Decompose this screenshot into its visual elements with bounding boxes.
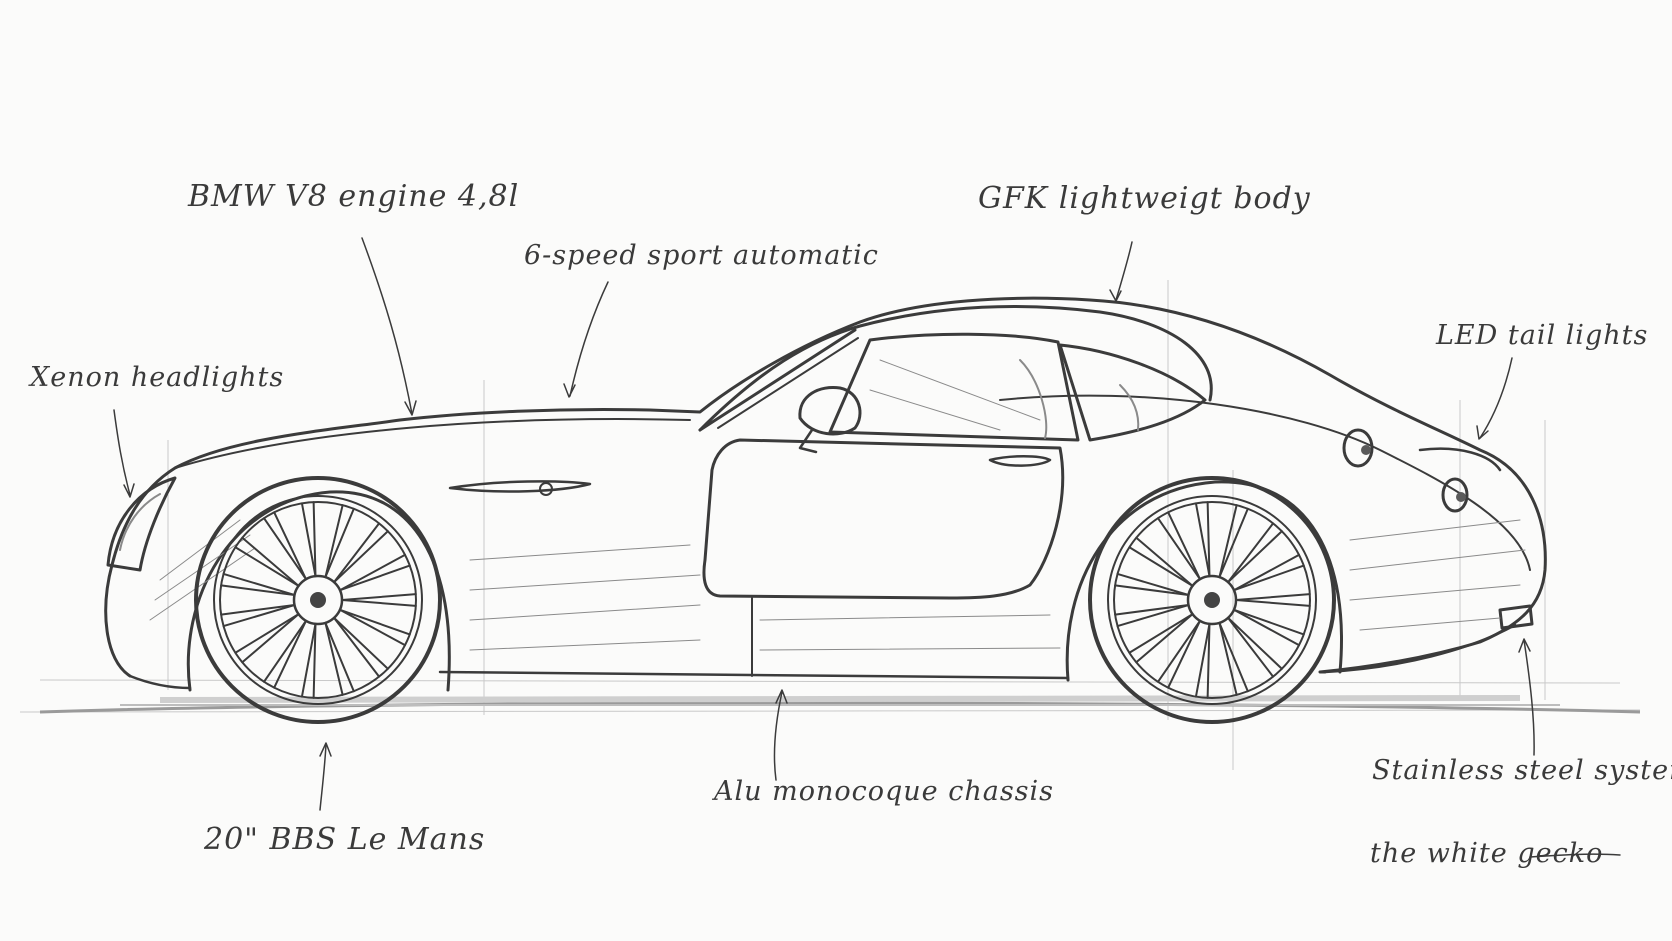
wheel-spoke [1232, 608, 1305, 636]
arrow-tail-lights [1479, 357, 1513, 439]
wheel-spoke [234, 546, 300, 587]
wheel-spoke [1156, 619, 1201, 683]
wheel-spoke [1116, 603, 1190, 628]
front-wheel [194, 476, 442, 724]
wheel-spoke [273, 511, 307, 581]
wheel-spoke [234, 613, 300, 654]
wheel-spoke [333, 530, 389, 584]
arrow-headlights [113, 409, 131, 496]
wheel-spoke [1227, 522, 1275, 584]
wheel-spoke [222, 603, 296, 628]
wheel-spoke [1114, 584, 1190, 597]
rear-wheel [1088, 476, 1336, 724]
wheel-spoke [241, 536, 300, 587]
signature: the white gecko [1370, 838, 1604, 869]
wheel-spoke [300, 502, 317, 578]
wheel-spoke [1227, 616, 1283, 670]
wheel-spoke [338, 564, 411, 592]
label-body: GFK lightweigt body [978, 181, 1311, 216]
wheel-spoke [312, 501, 317, 578]
wheel-spoke [1167, 619, 1201, 689]
arrow-exhaust [1523, 639, 1535, 756]
wheel-spoke [324, 621, 344, 696]
wheel-spoke [338, 608, 406, 647]
wheel-spoke [1128, 546, 1194, 587]
wheel-spoke [1227, 616, 1275, 678]
wheel-spoke [1235, 599, 1311, 607]
label-exhaust: Stainless steel system [1372, 755, 1672, 786]
wheel-spoke [1232, 553, 1300, 592]
wheel-spoke [338, 553, 406, 592]
wheel-spoke [262, 619, 307, 683]
label-wheels: 20" BBS Le Mans [204, 822, 486, 857]
wheel-spoke [324, 504, 344, 579]
wheel-spoke [222, 572, 296, 597]
wheel-spoke [324, 621, 355, 693]
wheel-spoke [1232, 564, 1305, 592]
car-body [104, 296, 1547, 692]
arrow-engine [361, 237, 413, 415]
label-headlights: Xenon headlights [30, 362, 285, 393]
wheel-spoke [1114, 603, 1190, 616]
wheel-spoke [341, 599, 417, 607]
arrow-transmission [569, 281, 609, 397]
wheel-spoke [1135, 536, 1194, 587]
signature-flourish [1529, 853, 1621, 858]
wheel-spoke [1135, 613, 1194, 664]
wheel-spoke [341, 593, 417, 601]
wheel-spoke [1218, 504, 1238, 579]
wheel-spoke [1128, 613, 1194, 654]
wheel-spoke [220, 603, 296, 616]
wheel-spoke [1232, 608, 1300, 647]
wheel-spoke [1218, 507, 1249, 579]
label-tail-lights: LED tail lights [1436, 320, 1649, 351]
wheel-spoke [1156, 517, 1201, 581]
label-engine: BMW V8 engine 4,8l [188, 179, 520, 214]
wheel-spoke [220, 584, 296, 597]
label-transmission: 6-speed sport automatic [524, 240, 879, 271]
wheel-spoke [273, 619, 307, 689]
arrow-chassis [773, 691, 783, 781]
wheel-spoke [1167, 511, 1201, 581]
wheel-spoke [300, 622, 317, 698]
annotation-arrows [113, 237, 1621, 858]
wheel-spoke [1116, 572, 1190, 597]
arrow-body [1115, 241, 1133, 301]
wheel-spoke [324, 507, 355, 579]
wheel-spoke [241, 613, 300, 664]
wheel-spoke [333, 616, 389, 670]
wheel-spoke [338, 608, 411, 636]
wheel-spoke [333, 522, 381, 584]
wheel-spoke [1194, 622, 1211, 698]
arrow-wheels [319, 743, 327, 811]
wheel-spoke [1218, 621, 1249, 693]
wheel-spoke [1218, 621, 1238, 696]
wheel-spoke [333, 616, 381, 678]
wheel-spoke [1194, 502, 1211, 578]
wheel-spoke [1235, 593, 1311, 601]
wheel-spoke [312, 622, 317, 699]
wheel-spoke [262, 517, 307, 581]
wheel-spoke [1206, 501, 1211, 578]
wheel-spoke [1206, 622, 1211, 699]
label-chassis: Alu monocoque chassis [714, 776, 1055, 807]
wheel-spoke [1227, 530, 1283, 584]
